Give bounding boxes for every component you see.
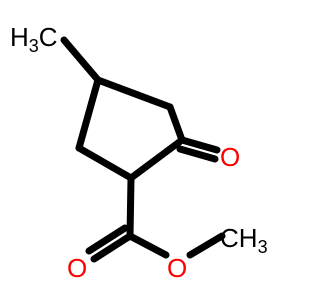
- bond-ester-methyl: [186, 232, 226, 259]
- bond-ring-bottom-right: [127, 136, 186, 182]
- methyl-right-label: CH3: [220, 223, 268, 257]
- methyl-right-subscript: 3: [258, 237, 268, 257]
- bond-ring-right: [166, 103, 186, 144]
- bond-ketone-double-2: [176, 145, 219, 163]
- methyl-left-subscript: 3: [29, 36, 39, 56]
- bond-ketone-double-1: [178, 136, 221, 154]
- ester-carbonyl-oxygen-label: O: [67, 253, 87, 283]
- bond-ester-carbonyl-2: [85, 224, 129, 255]
- methyl-left-c: C: [39, 22, 58, 52]
- bond-to-ester-carbon: [126, 174, 135, 240]
- methyl-left-h: H: [10, 22, 29, 52]
- ketone-oxygen-label: O: [220, 142, 240, 172]
- methyl-left-label: H3C: [10, 22, 58, 56]
- bond-ring-top: [94, 76, 174, 111]
- bond-ring-left: [75, 76, 102, 152]
- bond-ester-carbonyl-1: [90, 232, 134, 263]
- ester-oxygen-label: O: [167, 253, 187, 283]
- molecule-structure: H3C O O O CH3: [10, 22, 268, 283]
- bonds: [60, 36, 226, 263]
- bond-ring-bottom-left: [75, 144, 135, 182]
- methyl-right-ch: CH: [220, 223, 258, 253]
- bond-ester-oxygen: [126, 232, 170, 259]
- bond-methyl-to-ring: [60, 36, 102, 84]
